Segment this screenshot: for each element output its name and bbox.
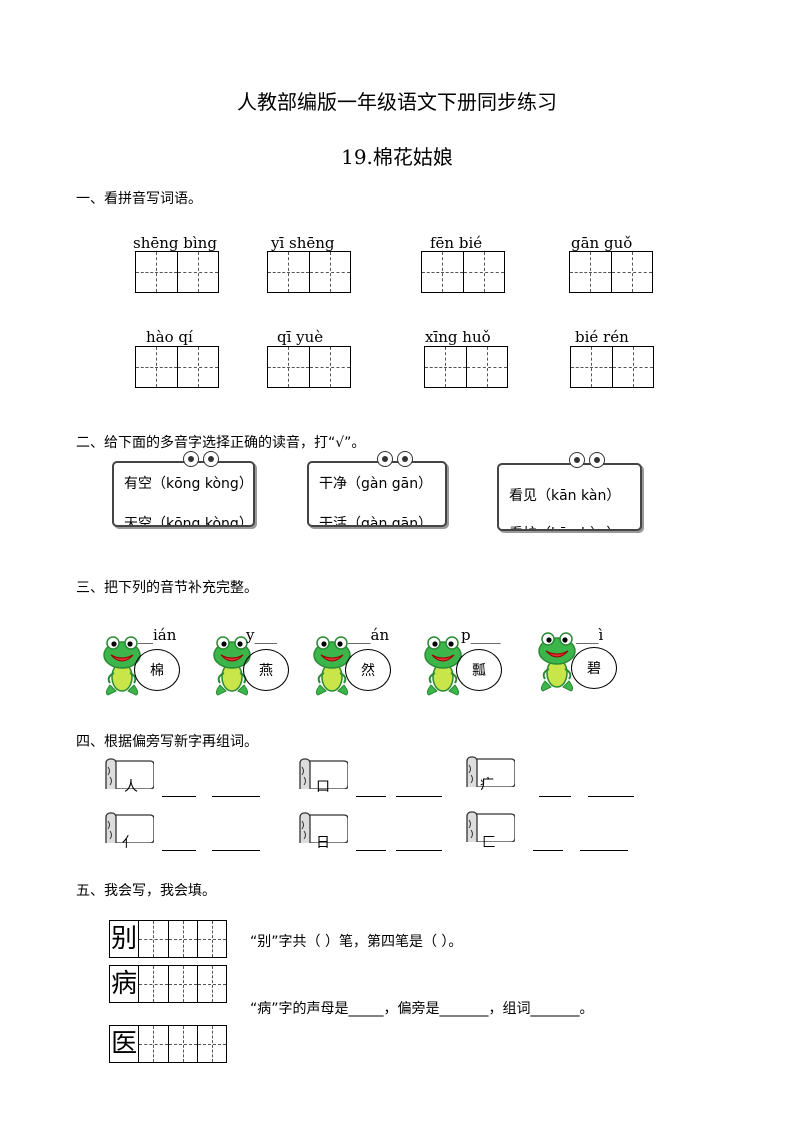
pinyin-blank[interactable]: ___án [348,626,390,644]
char-bubble: 碧 [571,647,617,689]
answer-blank[interactable] [162,796,196,797]
page-title: 人教部编版一年级语文下册同步练习 [237,90,557,114]
model-char: 病 [111,969,138,999]
radical-label: 口 [316,779,330,795]
pinyin-label: yī shēng [271,234,335,252]
pinyin-blank[interactable]: __ián [138,626,177,644]
question-1: “别”字共（ ）笔，第四笔是（ ）。 [250,934,463,950]
answer-blank[interactable] [396,796,442,797]
char-practice-row[interactable]: 医 [109,1025,227,1063]
answer-blank[interactable] [356,850,386,851]
answer-blank[interactable] [356,796,386,797]
radical-label: 匚 [482,835,496,851]
card-line[interactable]: 干净（gàn gān） [319,476,433,492]
writing-grid[interactable] [135,251,219,293]
char-bubble: 棉 [134,649,180,691]
answer-blank[interactable] [212,796,260,797]
pinyin-blank[interactable]: p____ [461,626,501,644]
writing-grid[interactable] [570,346,654,388]
eyes-icon [569,452,609,472]
answer-blank[interactable] [533,850,563,851]
polyphone-card: 有空（kōng kòng） 天空（kōng kòng） [112,461,255,527]
radical-label: 人 [124,779,138,795]
card-line[interactable]: 有空（kōng kòng） [124,476,253,492]
writing-grid[interactable] [267,346,351,388]
char-practice-row[interactable]: 别 [109,920,227,958]
char-bubble: 然 [345,649,391,691]
section-3-heading: 三、把下列的音节补充完整。 [76,580,258,596]
pinyin-blank[interactable]: y___ [246,626,277,644]
pinyin-label: bié rén [575,328,629,346]
card-line[interactable]: 干活（gàn gān） [319,516,433,527]
card-line[interactable]: 看见（kān kàn） [509,488,621,504]
model-char: 别 [111,924,138,954]
card-line[interactable]: 看护（kān kàn） [509,523,620,529]
model-char: 医 [111,1029,138,1059]
section-5-heading: 五、我会写，我会填。 [76,883,216,899]
pinyin-label: shēng bìng [133,234,217,252]
writing-grid[interactable] [569,251,653,293]
polyphone-card: 看见（kān kàn） 看护（kān kàn） [497,463,642,531]
pinyin-label: fēn bié [430,234,483,252]
pinyin-label: gān guǒ [571,234,633,252]
writing-grid[interactable] [267,251,351,293]
question-2: “病”字的声母是_____，偏旁是_______，组词_______。 [250,1001,594,1017]
pinyin-label: hào qí [146,328,193,346]
section-2-heading: 二、给下面的多音字选择正确的读音，打“√”。 [76,435,366,451]
section-1-heading: 一、看拼音写词语。 [76,191,202,207]
char-practice-row[interactable]: 病 [109,965,227,1003]
pinyin-blank[interactable]: ___ì [576,626,604,644]
radical-label: 日 [316,835,330,851]
writing-grid[interactable] [135,346,219,388]
char-bubble: 瓢 [456,649,502,691]
lesson-title: 19.棉花姑娘 [341,145,453,169]
answer-blank[interactable] [580,850,628,851]
writing-grid[interactable] [424,346,508,388]
radical-label: 疒 [480,777,494,793]
answer-blank[interactable] [162,850,196,851]
answer-blank[interactable] [539,796,571,797]
answer-blank[interactable] [212,850,260,851]
char-bubble: 燕 [243,649,289,691]
eyes-icon [183,451,223,471]
answer-blank[interactable] [396,850,442,851]
pinyin-label: qī yuè [277,328,324,346]
writing-grid[interactable] [421,251,505,293]
card-line[interactable]: 天空（kōng kòng） [124,516,253,527]
eyes-icon [377,451,417,471]
pinyin-label: xīng huǒ [425,328,491,346]
answer-blank[interactable] [588,796,634,797]
section-4-heading: 四、根据偏旁写新字再组词。 [76,734,258,750]
radical-label: 亻 [122,835,136,851]
